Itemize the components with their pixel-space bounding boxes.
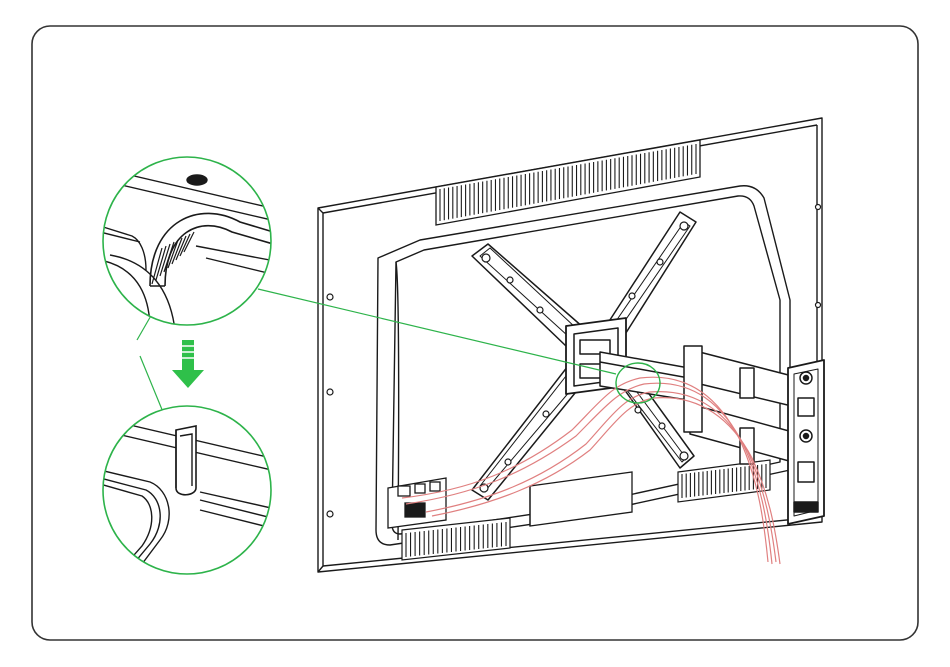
detail-callout-top: [100, 157, 280, 330]
detail-callout-bottom: [100, 406, 280, 580]
leader-line-left-lower: [140, 356, 163, 412]
down-arrow-icon: [172, 340, 204, 388]
